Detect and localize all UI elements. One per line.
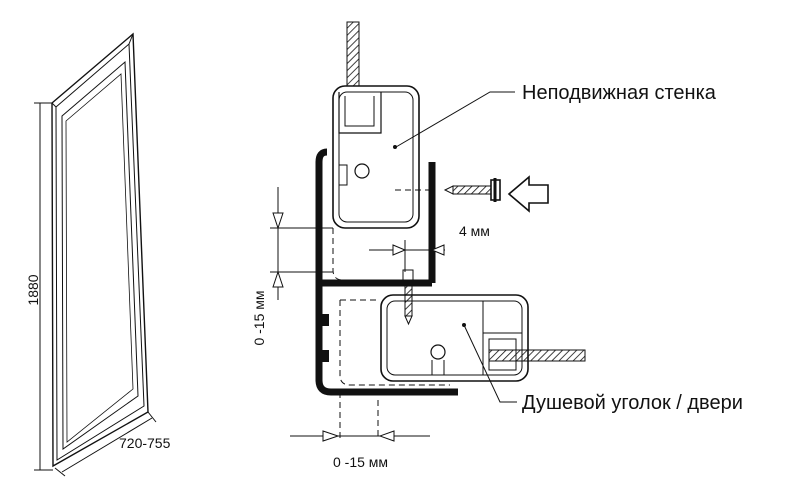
panel-width-label: 720-755 [119,435,171,451]
insert-direction-arrow-icon [507,175,549,213]
panel-height-label: 1880 [25,274,41,305]
door-glass-hatch [488,349,586,362]
vertical-adjust-dimension [270,187,333,300]
horizontal-adjust-label: 0 -15 мм [333,454,388,470]
wall-mounting-profile [315,148,458,396]
gap-label: 4 мм [459,223,490,239]
panel-width-dimension [54,411,157,477]
shower-door-label: Душевой уголок / двери [522,392,743,414]
connector-screw-icon [402,269,414,326]
shower-door-profile [380,294,529,382]
hidden-contours [332,189,450,440]
horizontal-adjust-dimension [290,430,430,442]
panel-height-dimension [34,102,53,471]
shower-panel-perspective [51,32,149,468]
fixed-wall-label: Неподвижная стенка [522,82,717,104]
fixed-wall-profile [332,85,420,229]
screw-icon [443,178,501,202]
leader-lines [395,91,517,403]
gap-dimension [369,240,445,272]
vertical-adjust-label: 0 -15 мм [251,290,267,345]
